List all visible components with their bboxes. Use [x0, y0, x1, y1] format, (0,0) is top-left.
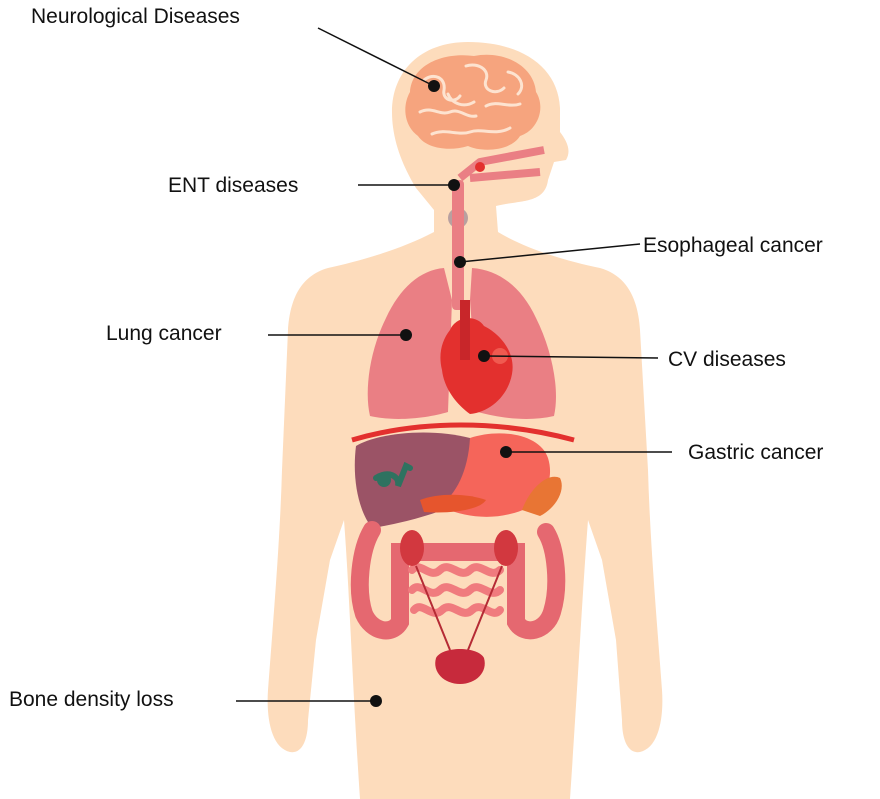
ent-dot-red — [475, 162, 485, 172]
dot-ent — [448, 179, 460, 191]
dot-gastric — [500, 446, 512, 458]
label-bone-density-loss: Bone density loss — [9, 689, 174, 710]
brain — [405, 55, 540, 150]
kidney-right — [494, 530, 518, 566]
label-neurological-diseases: Neurological Diseases — [31, 6, 240, 27]
label-cv-diseases: CV diseases — [668, 349, 786, 370]
label-lung-cancer: Lung cancer — [106, 323, 222, 344]
dot-lung — [400, 329, 412, 341]
gallbladder-sac — [377, 473, 391, 487]
dot-cv — [478, 350, 490, 362]
dot-bone — [370, 695, 382, 707]
label-ent-diseases: ENT diseases — [168, 175, 298, 196]
esophagus — [452, 180, 464, 310]
leader-neuro — [318, 28, 434, 86]
body-silhouette — [268, 42, 663, 799]
kidney-left — [400, 530, 424, 566]
dot-esophageal — [454, 256, 466, 268]
label-esophageal-cancer: Esophageal cancer — [643, 235, 823, 256]
dot-neuro — [428, 80, 440, 92]
label-gastric-cancer: Gastric cancer — [688, 442, 823, 463]
